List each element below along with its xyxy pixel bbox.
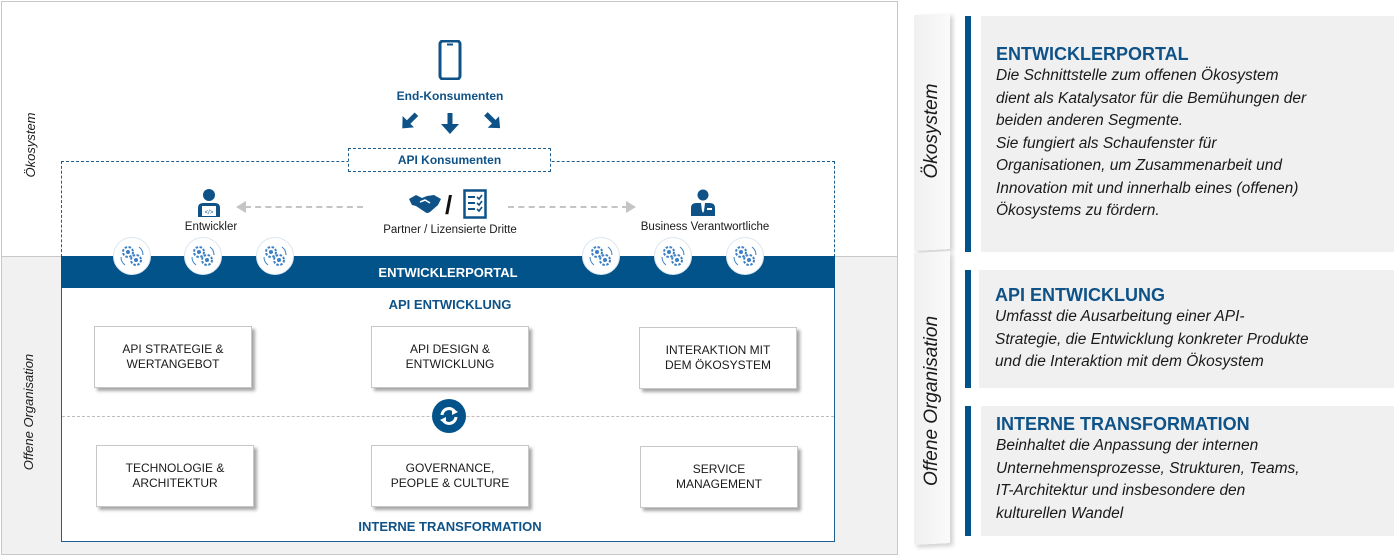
actor-business-label: Business Verantwortliche xyxy=(640,221,770,233)
card-line: Strategie, die Entwicklung konkreter Pro… xyxy=(995,330,1309,348)
card-line: dient als Katalysator für die Bemühungen… xyxy=(996,89,1307,107)
legend-tab-open-organisation-label: Offene Organisation xyxy=(921,315,942,487)
legend-accent-bar xyxy=(965,270,971,388)
gear-icon xyxy=(113,237,151,275)
checklist-icon xyxy=(463,189,487,224)
smartphone-icon xyxy=(438,39,462,81)
dashed-arrow-right xyxy=(508,206,628,208)
arrow-down-icon xyxy=(440,113,460,140)
arrow-right-head xyxy=(626,201,636,213)
card-title: API ENTWICKLUNG xyxy=(995,285,1165,305)
gear-icon xyxy=(726,237,764,275)
card-line: kulturellen Wandel xyxy=(996,504,1124,522)
card-line: Umfasst die Ausarbeitung einer API- xyxy=(995,308,1245,325)
side-label-open-organisation: Offene Organisation xyxy=(21,353,36,471)
box-api-strategy: API STRATEGIE &WERTANGEBOT xyxy=(94,326,252,388)
actor-partner-label: Partner / Lizensierte Dritte xyxy=(383,224,517,236)
card-text: Beinhaltet die Anpassung der internen Un… xyxy=(996,435,1394,525)
businessman-icon xyxy=(690,189,716,222)
card-line: Beinhaltet die Anpassung der internen xyxy=(996,437,1259,454)
side-label-ecosystem: Ökosystem xyxy=(23,112,38,178)
card-line: und die Interaktion mit dem Ökosystem xyxy=(995,353,1264,370)
card-line: Unternehmensprozesse, Strukturen, Teams, xyxy=(996,459,1300,477)
card-text: Umfasst die Ausarbeitung einer API- Stra… xyxy=(995,306,1394,374)
card-line: Sie fungiert als Schaufenster für xyxy=(996,134,1217,152)
legend-tab-ecosystem-label: Ökosystem xyxy=(921,83,942,179)
legend-card-api-development: API ENTWICKLUNG Umfasst die Ausarbeitung… xyxy=(979,270,1394,388)
card-line: IT-Architektur und insbesondere den xyxy=(996,482,1246,499)
gear-icon xyxy=(654,237,692,275)
card-line: Ökosystems zu fördern. xyxy=(996,202,1160,219)
card-line: beiden anderen Segmente. xyxy=(996,112,1184,129)
box-technology-architecture: TECHNOLOGIE &ARCHITEKTUR xyxy=(96,445,254,507)
handshake-icon xyxy=(408,193,442,220)
gear-icon xyxy=(184,237,222,275)
svg-text:</>: </> xyxy=(205,210,214,216)
card-line: Organisationen, um Zusammenarbeit und xyxy=(996,157,1283,174)
sync-cycle-icon xyxy=(432,399,466,433)
end-consumers-label: End-Konsumenten xyxy=(396,89,504,103)
legend-accent-bar xyxy=(965,406,971,536)
dashed-arrow-left xyxy=(245,206,363,208)
card-line: Innovation mit und innerhalb eines (offe… xyxy=(996,179,1299,197)
arrow-left-head xyxy=(236,201,246,213)
arrow-down-left-icon xyxy=(398,110,420,137)
slash-separator: / xyxy=(445,190,453,220)
developer-icon: </> xyxy=(196,188,222,223)
box-governance-people-culture: GOVERNANCE,PEOPLE & CULTURE xyxy=(371,445,529,507)
developer-portal-bar: ENTWICKLERPORTAL xyxy=(61,256,835,288)
legend-accent-bar xyxy=(965,16,971,252)
card-title: INTERNE TRANSFORMATION xyxy=(996,414,1250,434)
internal-transformation-title: INTERNE TRANSFORMATION xyxy=(358,519,542,534)
legend-card-internal-transformation: INTERNE TRANSFORMATION Beinhaltet die An… xyxy=(981,406,1394,536)
gear-icon xyxy=(582,237,620,275)
actor-developer-label: Entwickler xyxy=(184,221,238,233)
card-text: Die Schnittstelle zum offenen Ökosystem … xyxy=(996,65,1394,223)
box-api-design: API DESIGN &ENTWICKLUNG xyxy=(371,326,529,388)
arrow-down-right-icon xyxy=(482,110,504,137)
api-consumers-label: API Konsumenten xyxy=(348,148,551,172)
gear-icon xyxy=(256,237,294,275)
card-line: Die Schnittstelle zum offenen Ökosystem xyxy=(996,67,1279,84)
api-development-title: API ENTWICKLUNG xyxy=(388,297,512,312)
card-title: ENTWICKLERPORTAL xyxy=(996,44,1189,64)
legend-card-developer-portal: ENTWICKLERPORTAL Die Schnittstelle zum o… xyxy=(981,16,1394,252)
